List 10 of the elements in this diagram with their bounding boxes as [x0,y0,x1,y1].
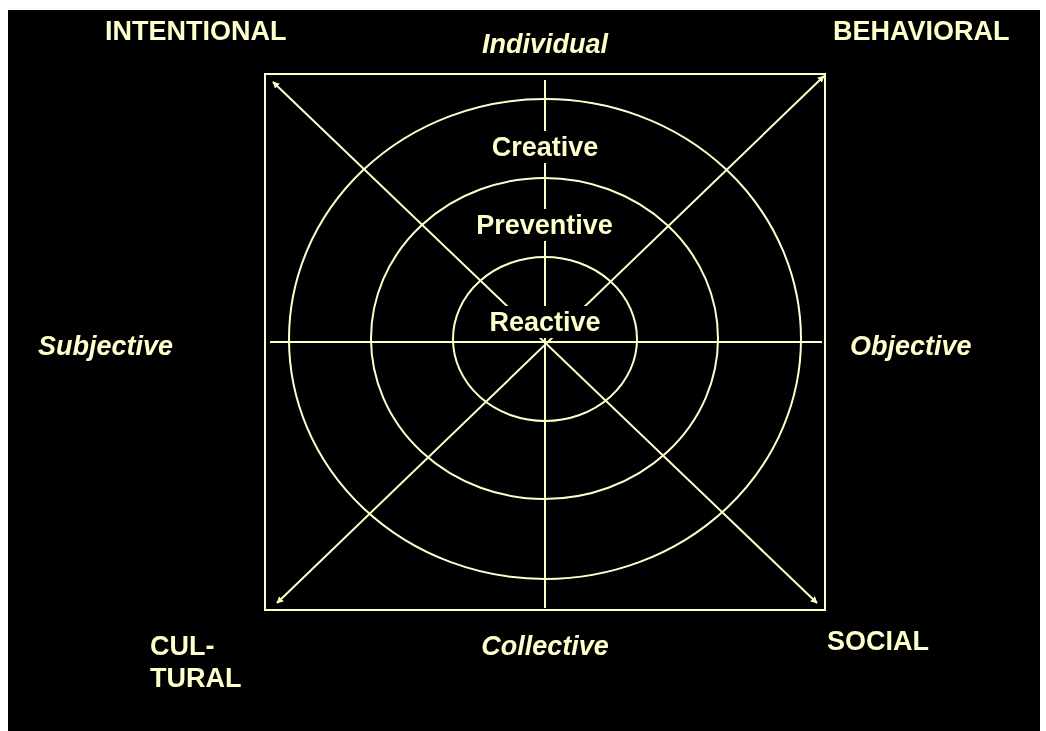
axis-label: Objective [850,330,972,362]
ring-ellipse [452,256,638,422]
axis-label: Collective [481,630,609,662]
axis-label: Subjective [38,330,174,362]
axis-label: Individual [482,28,608,60]
corner-label: SOCIAL [827,625,929,657]
ring-ellipse [370,177,719,500]
corner-label: CUL- TURAL [150,630,243,694]
corner-label: INTENTIONAL [105,15,287,47]
corner-label: BEHAVIORAL [833,15,1010,47]
